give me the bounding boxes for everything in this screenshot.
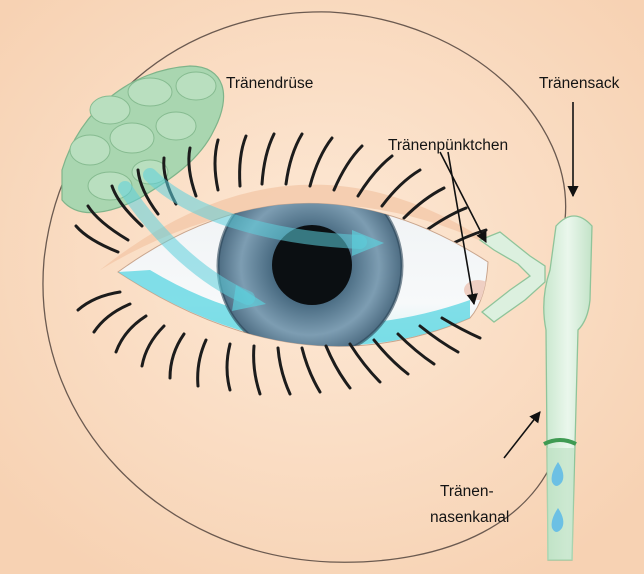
label-tranennasenkanal-1: Tränen- — [440, 483, 494, 500]
label-tranenpunktchen: Tränenpünktchen — [388, 137, 508, 154]
label-tranennasenkanal-2: nasenkanal — [430, 509, 509, 526]
label-tranendruse: Tränendrüse — [226, 75, 313, 92]
label-tranensack: Tränensack — [539, 75, 620, 92]
